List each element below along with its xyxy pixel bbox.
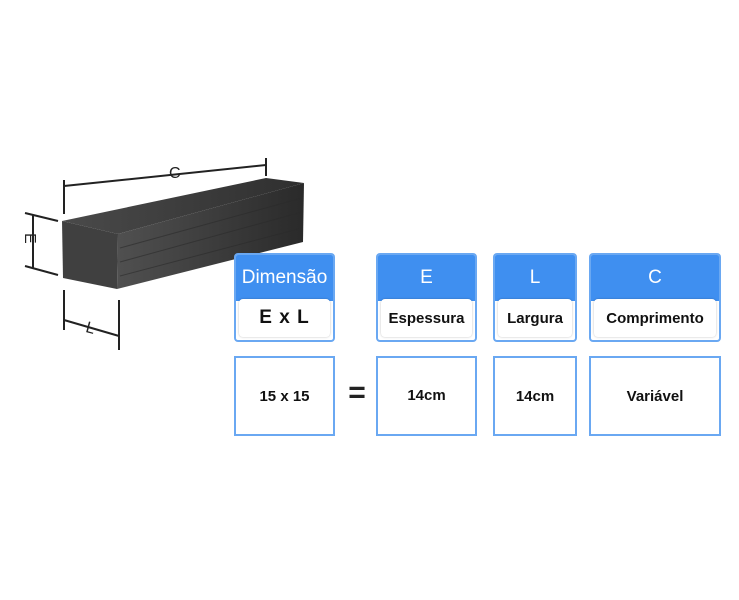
header-card-dimensao: Dimensão E x L bbox=[234, 253, 335, 342]
header-label-espessura: Espessura bbox=[381, 299, 472, 337]
header-label-dimensao: E x L bbox=[239, 299, 330, 337]
header-title-dimensao: Dimensão bbox=[236, 255, 333, 301]
header-card-c: C Comprimento bbox=[589, 253, 721, 342]
label-l: L bbox=[84, 319, 97, 338]
equals-sign: = bbox=[348, 376, 366, 409]
dimension-width-line bbox=[63, 290, 120, 350]
beam-end-face bbox=[62, 221, 118, 289]
label-e: E bbox=[21, 233, 38, 244]
value-comprimento: Variável bbox=[589, 356, 721, 436]
header-title-c: C bbox=[591, 255, 719, 301]
value-dimensao: 15 x 15 bbox=[234, 356, 335, 436]
header-card-e: E Espessura bbox=[376, 253, 477, 342]
value-largura: 14cm bbox=[493, 356, 577, 436]
value-espessura: 14cm bbox=[376, 356, 477, 436]
dimension-thickness-line bbox=[24, 212, 59, 276]
header-title-l: L bbox=[495, 255, 575, 301]
label-c: C bbox=[169, 165, 181, 182]
header-label-comprimento: Comprimento bbox=[594, 299, 716, 337]
header-card-l: L Largura bbox=[493, 253, 577, 342]
header-label-largura: Largura bbox=[498, 299, 572, 337]
header-title-e: E bbox=[378, 255, 475, 301]
dimension-length-line bbox=[63, 158, 267, 214]
beam-top-face bbox=[62, 178, 304, 234]
